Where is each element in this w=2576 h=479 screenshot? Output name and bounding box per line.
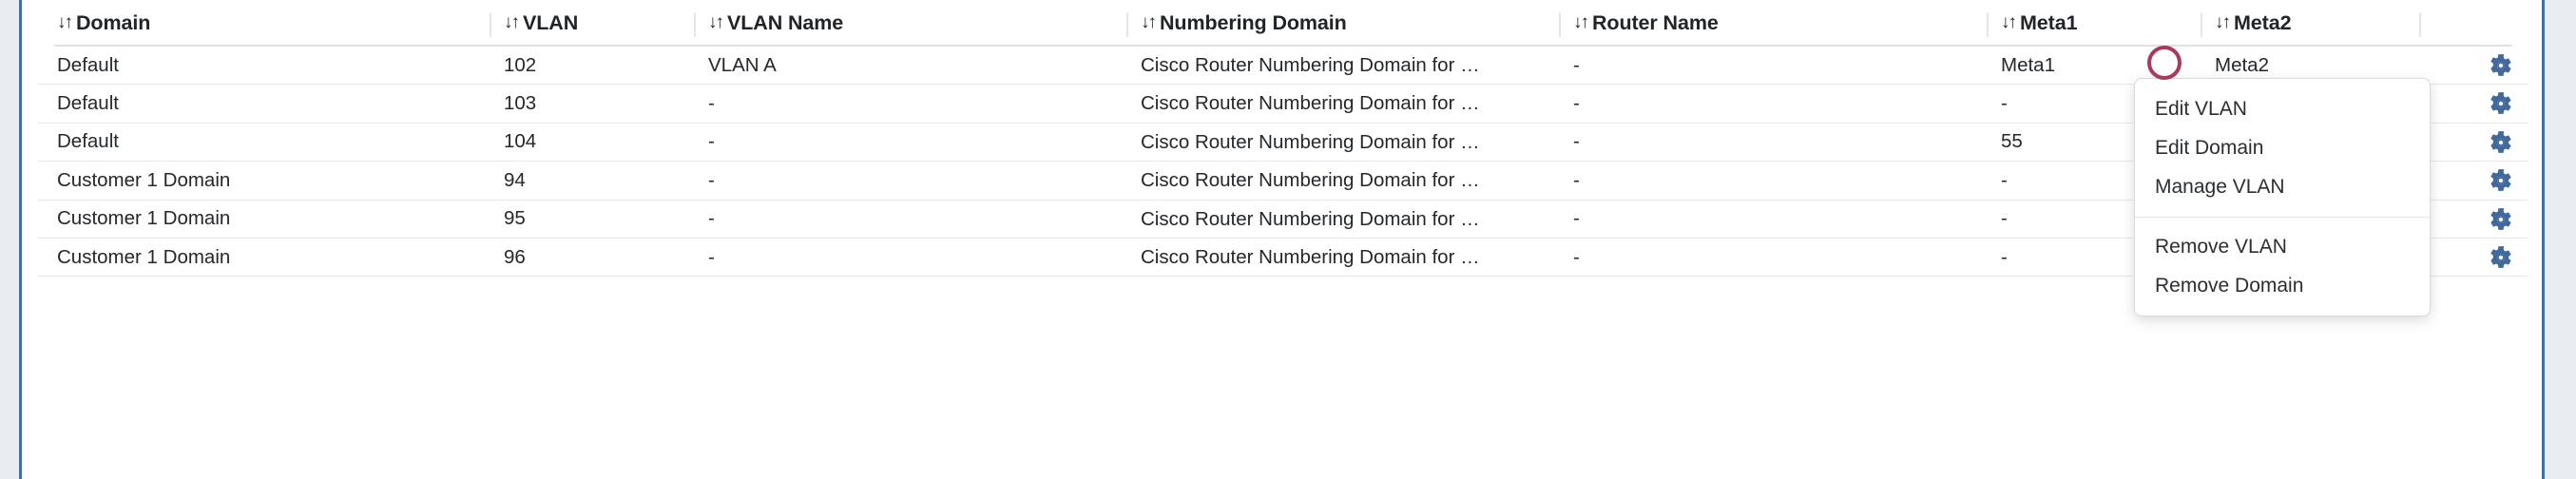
- cell-router_name: -: [1573, 168, 1580, 191]
- table-header-row: ↓↑Domain↓↑VLAN↓↑VLAN Name↓↑Numbering Dom…: [38, 0, 2528, 46]
- column-header-router_name[interactable]: ↓↑Router Name: [1573, 0, 1982, 46]
- cell-vlan: 94: [504, 168, 526, 191]
- cell-meta1: -: [2001, 245, 2008, 268]
- sort-toggle-icon[interactable]: ↓↑: [2215, 12, 2231, 32]
- cell-domain: Default: [57, 130, 119, 153]
- column-header-meta2[interactable]: ↓↑Meta2: [2215, 0, 2433, 46]
- cell-meta2: Meta2: [2215, 53, 2269, 76]
- cell-domain: Default: [57, 92, 119, 115]
- menu-item-manage-vlan[interactable]: Manage VLAN: [2155, 176, 2285, 198]
- column-separator: [490, 12, 491, 37]
- gear-icon[interactable]: [2489, 245, 2513, 270]
- cell-numbering_domain: Cisco Router Numbering Domain for …: [1141, 207, 1480, 230]
- gear-icon[interactable]: [2489, 168, 2513, 193]
- column-separator: [1126, 12, 1128, 37]
- column-header-domain[interactable]: ↓↑Domain: [57, 0, 475, 46]
- cell-vlan: 96: [504, 245, 526, 268]
- cell-domain: Default: [57, 53, 119, 76]
- sort-toggle-icon[interactable]: ↓↑: [708, 12, 724, 32]
- sort-toggle-icon[interactable]: ↓↑: [1141, 12, 1157, 32]
- column-header-label: Numbering Domain: [1160, 10, 1347, 34]
- cell-domain: Customer 1 Domain: [57, 207, 231, 230]
- cell-vlan_name: VLAN A: [708, 53, 777, 76]
- vlan-table: ↓↑Domain↓↑VLAN↓↑VLAN Name↓↑Numbering Dom…: [38, 0, 2528, 479]
- column-separator: [1987, 12, 1989, 37]
- table-row[interactable]: Customer 1 Domain 94 - Cisco Router Numberi…: [38, 162, 2528, 201]
- column-header-label: Router Name: [1592, 10, 1719, 34]
- cell-meta1: 55: [2001, 130, 2023, 153]
- cell-numbering_domain: Cisco Router Numbering Domain for …: [1141, 130, 1480, 153]
- menu-item-edit-vlan[interactable]: Edit VLAN: [2155, 98, 2247, 120]
- header-bottom-rule: [54, 45, 2512, 47]
- column-header-label: Domain: [76, 10, 151, 34]
- menu-divider: [2135, 217, 2430, 218]
- column-header-label: VLAN: [523, 10, 579, 34]
- cell-numbering_domain: Cisco Router Numbering Domain for …: [1141, 92, 1480, 115]
- column-header-meta1[interactable]: ↓↑Meta1: [2001, 0, 2205, 46]
- table-row[interactable]: Default 103 - Cisco Router Numbering Domain…: [38, 85, 2528, 124]
- cell-vlan_name: -: [708, 245, 715, 268]
- column-separator: [694, 12, 696, 37]
- table-row[interactable]: Default 102 VLAN A Cisco Router Numbering D…: [38, 47, 2528, 86]
- content-panel: ↓↑Domain↓↑VLAN↓↑VLAN Name↓↑Numbering Dom…: [19, 0, 2545, 479]
- gear-icon[interactable]: [2489, 53, 2513, 78]
- table-row[interactable]: Default 104 - Cisco Router Numbering Domain…: [38, 124, 2528, 163]
- sort-toggle-icon[interactable]: ↓↑: [57, 12, 73, 32]
- cell-vlan_name: -: [708, 207, 715, 230]
- cell-router_name: -: [1573, 245, 1580, 268]
- column-header-label: Meta2: [2234, 10, 2292, 34]
- cell-numbering_domain: Cisco Router Numbering Domain for …: [1141, 245, 1480, 268]
- column-separator: [2419, 12, 2421, 37]
- table-body: Default 102 VLAN A Cisco Router Numbering D…: [38, 47, 2528, 278]
- table-row[interactable]: Customer 1 Domain 95 - Cisco Router Numberi…: [38, 201, 2528, 239]
- gear-icon[interactable]: [2489, 130, 2513, 155]
- cell-router_name: -: [1573, 53, 1580, 76]
- cell-vlan_name: -: [708, 130, 715, 153]
- menu-item-remove-vlan[interactable]: Remove VLAN: [2155, 236, 2287, 258]
- sort-toggle-icon[interactable]: ↓↑: [504, 12, 520, 32]
- column-header-label: VLAN Name: [727, 10, 844, 34]
- cell-router_name: -: [1573, 207, 1580, 230]
- column-header-vlan_name[interactable]: ↓↑VLAN Name: [708, 0, 1107, 46]
- column-separator: [1559, 12, 1561, 37]
- cell-router_name: -: [1573, 92, 1580, 115]
- cell-meta1: Meta1: [2001, 53, 2055, 76]
- cell-meta1: -: [2001, 168, 2008, 191]
- cell-vlan: 103: [504, 92, 537, 115]
- gear-icon[interactable]: [2489, 91, 2513, 116]
- cell-router_name: -: [1573, 130, 1580, 153]
- cell-numbering_domain: Cisco Router Numbering Domain for …: [1141, 169, 1480, 192]
- cell-numbering_domain: Cisco Router Numbering Domain for …: [1141, 54, 1480, 76]
- table-row[interactable]: Customer 1 Domain 96 - Cisco Router Numberi…: [38, 239, 2528, 278]
- cell-meta1: -: [2001, 207, 2008, 230]
- column-header-vlan[interactable]: ↓↑VLAN: [504, 0, 694, 46]
- column-header-numbering_domain[interactable]: ↓↑Numbering Domain: [1141, 0, 1549, 46]
- column-header-label: Meta1: [2020, 10, 2078, 34]
- cell-vlan: 104: [504, 130, 537, 153]
- gear-icon[interactable]: [2489, 207, 2513, 232]
- cell-domain: Customer 1 Domain: [57, 245, 231, 268]
- cell-domain: Customer 1 Domain: [57, 168, 231, 191]
- cell-meta1: -: [2001, 92, 2008, 115]
- menu-item-edit-domain[interactable]: Edit Domain: [2155, 137, 2264, 159]
- sort-toggle-icon[interactable]: ↓↑: [2001, 12, 2017, 32]
- column-separator: [2201, 12, 2202, 37]
- cell-vlan_name: -: [708, 168, 715, 191]
- sort-toggle-icon[interactable]: ↓↑: [1573, 12, 1589, 32]
- cell-vlan: 95: [504, 207, 526, 230]
- cell-vlan_name: -: [708, 92, 715, 115]
- menu-item-remove-domain[interactable]: Remove Domain: [2155, 275, 2304, 297]
- cell-vlan: 102: [504, 53, 537, 76]
